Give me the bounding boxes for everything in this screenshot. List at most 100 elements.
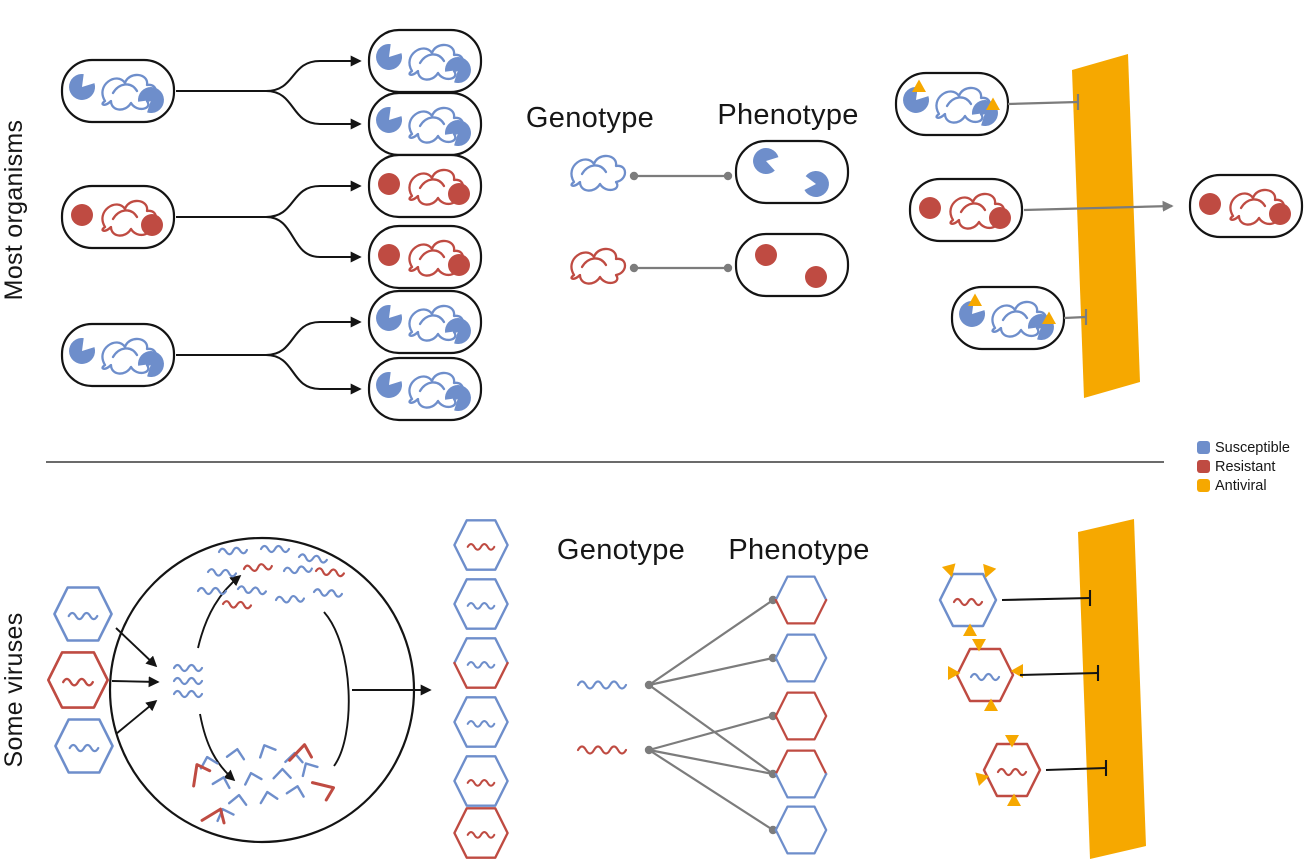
- division-fork-2: [176, 180, 362, 263]
- genome-icon: [172, 676, 204, 686]
- section-most-organisms: Most organisms Genotype Phenot: [0, 30, 1302, 420]
- capsid-phenotype-susceptible: [774, 633, 828, 683]
- link-dot: [723, 263, 733, 273]
- genome-icon: [297, 552, 329, 565]
- link-dot: [768, 595, 778, 605]
- entry-arrow: [111, 676, 160, 688]
- susceptible-swatch-icon: [1197, 441, 1210, 454]
- fork-branch-up-arrow: [265, 316, 362, 357]
- protein-fragment-icon: [225, 745, 248, 763]
- bacterium-susceptible-parent-2: [62, 324, 174, 386]
- fork-branch-up-arrow: [265, 180, 362, 219]
- protein-fragment-icon: [272, 767, 293, 781]
- fork-branch-down-arrow: [265, 353, 362, 395]
- section-label-some-viruses: Some viruses: [0, 612, 28, 767]
- entering-genomes: [172, 663, 204, 699]
- legend-label: Resistant: [1215, 459, 1275, 475]
- section-some-viruses: Some viruses: [0, 519, 1146, 859]
- blocked-line: [1007, 100, 1079, 106]
- link-dot: [629, 263, 639, 273]
- virus-susceptible-infecting: [55, 719, 112, 772]
- protein-fragment-resistant-icon: [310, 774, 339, 804]
- capsid-phenotype-mixed: [774, 575, 828, 625]
- virus-progeny-blue-capsid-blue-genome: [454, 579, 507, 628]
- genome-icon: [274, 594, 306, 605]
- bacterium-daughter-resistant: [369, 155, 481, 217]
- protein-fragment-icon: [258, 789, 279, 805]
- link-dot: [768, 825, 778, 835]
- capsid-protein-fragments-cluster: [184, 741, 339, 831]
- genotype-heading-top: Genotype: [526, 102, 654, 134]
- genome-icon: [172, 689, 204, 699]
- fork-branch-down-arrow: [265, 215, 362, 263]
- protein-fragment-icon: [285, 782, 308, 800]
- virus-progeny-blue-capsid-blue-genome: [454, 697, 507, 746]
- virus-red-capsid-blue-genome: [957, 649, 1013, 701]
- phenotype-heading-bottom: Phenotype: [728, 534, 869, 566]
- link-dot: [723, 171, 733, 181]
- bacterium-daughter-susceptible: [369, 291, 481, 353]
- genotype-phenotype-fan: [648, 595, 778, 835]
- bacterium-susceptible-parent-1: [62, 60, 174, 122]
- pass-through-arrow: [1023, 200, 1174, 212]
- genome-icon: [282, 564, 314, 576]
- bacterium-daughter-susceptible: [369, 358, 481, 420]
- bacterium-daughter-resistant: [369, 226, 481, 288]
- virus-red-capsid-red-genome: [984, 744, 1040, 796]
- blocked-line: [1019, 671, 1099, 677]
- genome-icon: [206, 567, 238, 578]
- link-dot: [768, 653, 778, 663]
- legend: Susceptible Resistant Antiviral: [1197, 440, 1290, 494]
- link-dot: [629, 171, 639, 181]
- genome-icon: [196, 586, 228, 596]
- division-fork-1: [176, 55, 362, 130]
- bacterium-resistant-approaching: [910, 179, 1022, 241]
- section-label-most-organisms: Most organisms: [0, 120, 28, 301]
- phenotype-cell-susceptible: [736, 141, 848, 203]
- bacterium-susceptible-antiviral-bound: [896, 73, 1008, 135]
- chromosome-resistant-icon: [570, 247, 627, 285]
- genome-icon-resistant: [242, 561, 274, 574]
- protein-fragment-icon: [241, 770, 264, 786]
- virus-progeny-blue-capsid-red-genome: [454, 520, 507, 569]
- antiviral-swatch-icon: [1197, 479, 1210, 492]
- phenotype-heading-top: Phenotype: [717, 99, 858, 131]
- fan-link: [648, 656, 774, 687]
- capsid-phenotype-mixed: [774, 749, 828, 799]
- fork-branch-up-arrow: [265, 55, 362, 93]
- blocked-line: [1063, 315, 1087, 320]
- translation-arrow-down: [199, 713, 236, 782]
- link-dot: [768, 769, 778, 779]
- protein-fragment-icon: [227, 792, 250, 808]
- legend-item-resistant: Resistant: [1197, 459, 1275, 475]
- genome-icon: [217, 545, 249, 557]
- fan-link: [648, 684, 774, 775]
- virus-progeny-mixed-capsid-blue-genome: [454, 638, 507, 687]
- genome-resistant-icon: [576, 745, 628, 755]
- virus-resistant-infecting: [48, 652, 107, 707]
- phenotype-cell-resistant: [736, 234, 848, 296]
- genome-susceptible-icon: [576, 680, 628, 690]
- virus-blue-capsid-red-genome: [940, 574, 996, 626]
- capsid-phenotype-resistant: [774, 691, 828, 741]
- virus-progeny-red-capsid-red-genome: [454, 808, 507, 857]
- replication-arrow-up: [197, 574, 242, 649]
- bacterium-susceptible-antiviral-bound: [952, 287, 1064, 349]
- blocked-line: [1045, 766, 1107, 772]
- virus-antiviral-bound-2: [948, 639, 1100, 711]
- genome-icon-resistant: [314, 566, 346, 578]
- link-dot: [768, 711, 778, 721]
- legend-label: Antiviral: [1215, 478, 1267, 494]
- antiviral-barrier-bottom: [1078, 519, 1146, 859]
- legend-item-antiviral: Antiviral: [1197, 478, 1267, 494]
- virus-progeny-blue-capsid-red-genome: [454, 756, 507, 805]
- phenotype-capsids-column: [774, 575, 828, 855]
- fork-branch-down-arrow: [265, 89, 362, 130]
- assembly-bracket: [323, 611, 350, 767]
- bacterium-resistant-passed: [1190, 175, 1302, 237]
- protein-fragment-resistant-icon: [200, 802, 231, 831]
- fan-link: [648, 714, 774, 752]
- chromosome-susceptible-icon: [570, 154, 627, 192]
- genome-icon: [236, 584, 268, 596]
